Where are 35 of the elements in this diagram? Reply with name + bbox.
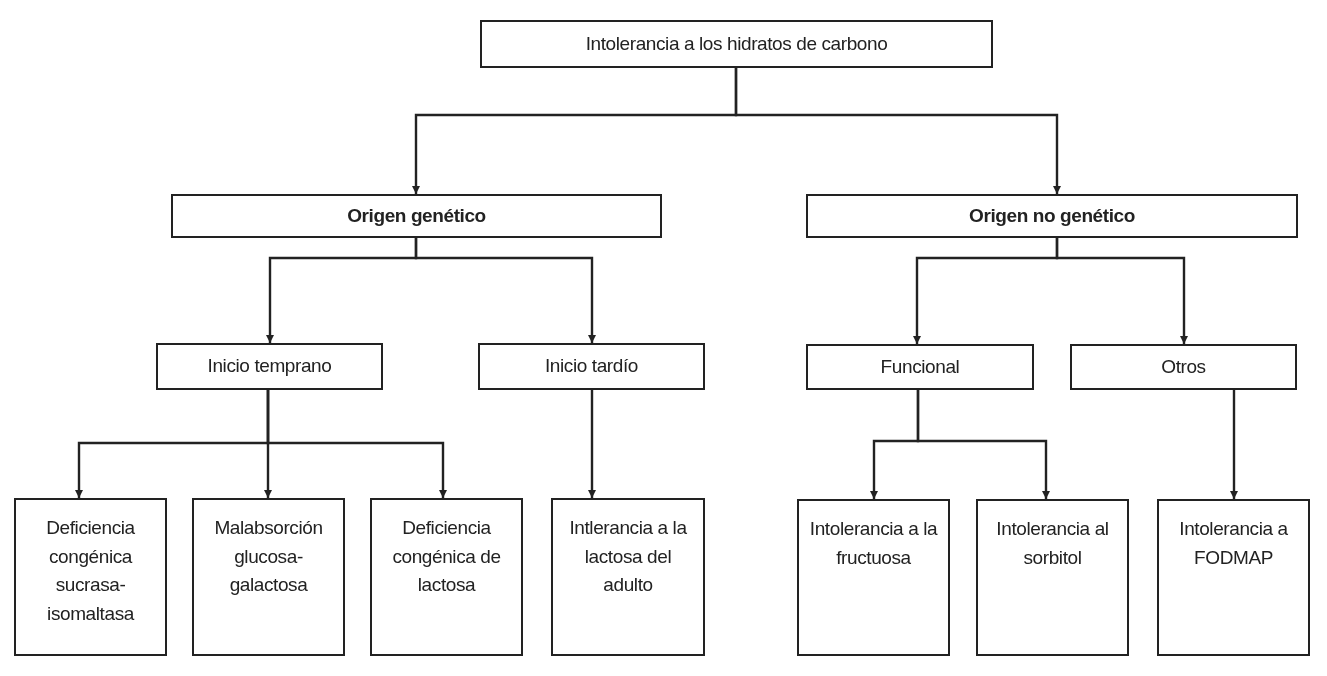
arrow	[1230, 390, 1238, 499]
box-label: Intolerancia a los hidratos de carbono	[585, 31, 888, 56]
arrow	[414, 238, 596, 343]
box-label: Inicio tardío	[545, 354, 638, 379]
box-label: Intolerancia al sorbitol	[995, 517, 1110, 570]
box-label: Malabsorción glucosa-galactosa	[213, 516, 324, 597]
arrow	[588, 390, 596, 498]
process-box	[1157, 499, 1310, 656]
process-box	[480, 20, 993, 68]
box-label: Deficiencia congénica de lactosa	[391, 516, 502, 597]
process-box	[192, 498, 345, 656]
box-label: Origen genético	[347, 203, 486, 228]
process-box	[478, 343, 705, 390]
box-label: Intolerancia a la fructuosa	[808, 517, 939, 570]
box-label: Deficiencia congénica sucrasa-isomaltasa	[45, 516, 136, 626]
process-box	[1070, 344, 1297, 390]
box-label: Origen no genético	[969, 203, 1135, 228]
arrow	[916, 390, 1050, 499]
process-box	[370, 498, 523, 656]
process-box	[551, 498, 705, 656]
box-label: Inicio temprano	[207, 354, 332, 379]
process-box	[156, 343, 383, 390]
process-box	[806, 194, 1298, 238]
box-label: Intlerancia a la lactosa del adulto	[568, 516, 688, 597]
process-box	[976, 499, 1129, 656]
process-box	[806, 344, 1034, 390]
box-label: Intolerancia a FODMAP	[1178, 517, 1289, 570]
process-box	[797, 499, 950, 656]
arrow	[734, 68, 1061, 194]
process-box	[14, 498, 167, 656]
box-label: Otros	[1161, 354, 1206, 379]
arrow	[1055, 238, 1188, 344]
arrow	[266, 390, 447, 498]
box-label: Funcional	[880, 354, 960, 379]
process-box	[171, 194, 662, 238]
